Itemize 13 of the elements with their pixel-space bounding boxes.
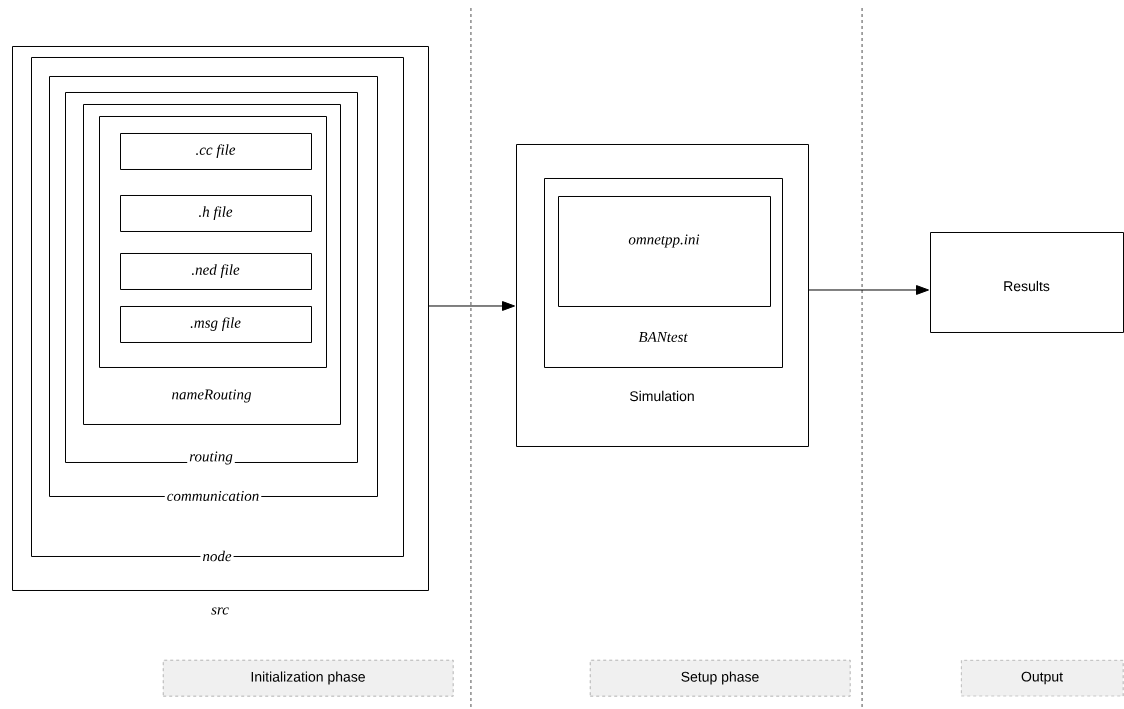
arrow <box>808 285 929 295</box>
phase-label: Output <box>961 660 1124 697</box>
node-label: src <box>211 607 229 615</box>
phase-label: Setup phase <box>590 660 851 697</box>
file-box: .h file <box>120 195 312 232</box>
phase-label: Initialization phase <box>163 660 454 697</box>
folder-box <box>99 116 327 368</box>
file-box: .ned file <box>120 253 312 290</box>
arrow <box>428 301 515 311</box>
file-box: omnetpp.ini <box>558 196 771 307</box>
file-box: .cc file <box>120 133 312 170</box>
results-box: Results <box>930 232 1124 333</box>
file-box: .msg file <box>120 306 312 343</box>
